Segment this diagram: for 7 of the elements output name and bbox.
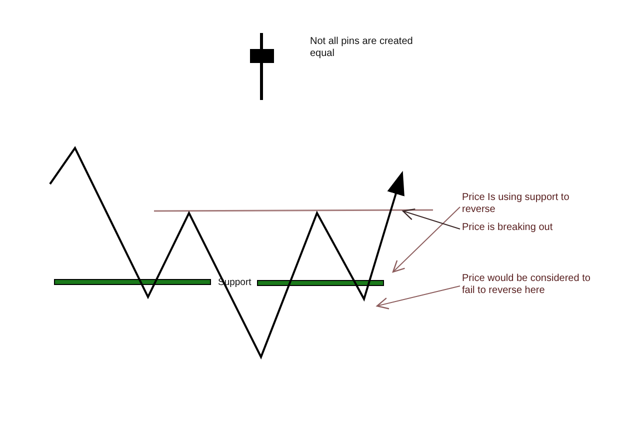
arrow — [376, 286, 460, 310]
annotation-text: Price would be considered to fail to reverse here — [462, 273, 604, 297]
note-text: Not all pins are created equal — [310, 36, 414, 60]
annotation-text: Price is breaking out — [462, 222, 553, 234]
arrow — [392, 206, 460, 273]
annotation-text: Price Is using support to reverse — [462, 192, 584, 216]
arrow — [402, 208, 460, 230]
